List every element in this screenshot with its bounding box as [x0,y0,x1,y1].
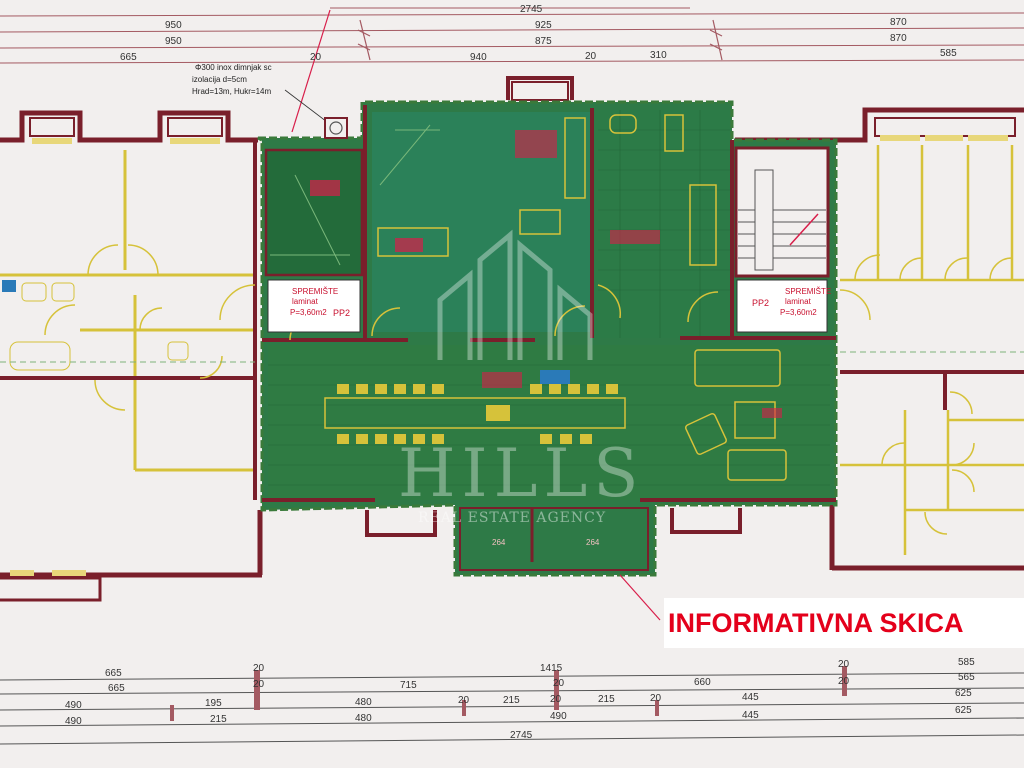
dim-top-r1-b: 925 [535,20,552,31]
dim-bot-r2-g: 565 [958,672,975,683]
dim-top-r3-d: 20 [585,51,597,62]
dim-top-r3-b: 20 [310,52,322,63]
room-tags [310,130,782,418]
dim-bot-r2-b: 20 [253,679,265,690]
balcony-leader [619,574,661,621]
staircase [734,146,830,278]
dim-top-r3-f: 585 [940,48,957,59]
dim-bot-r3-i: 445 [742,692,759,703]
left-fixture-icon [2,280,16,292]
dim-bot-r3-d: 20 [458,695,470,706]
dim-bot-r3-c: 480 [355,697,372,708]
dim-bot-r4-f: 625 [955,705,972,716]
annotation-chimney: Φ300 inox dimnjak sc [195,63,272,72]
dim-bot-r1-d: 20 [838,659,850,670]
dim-bot-r4-b: 215 [210,714,227,725]
dim-bot-r2-d: 20 [553,678,565,689]
dim-bot-r4-e: 445 [742,710,759,721]
storage-left-area: P=3,60m2 [290,308,327,317]
dim-bot-r2-e: 660 [694,677,711,688]
watermark-tagline: REAL ESTATE AGENCY [418,510,606,526]
balcony-right-label: 264 [586,538,600,547]
storage-right-code: PP2 [752,298,769,308]
storage-room-right [736,279,828,333]
dim-top-r2-b: 875 [535,36,552,47]
apartment-furniture [289,114,787,481]
chimney-icon [329,121,343,135]
dim-bot-total: 2745 [510,730,533,741]
bottom-dimension-ticks [170,666,847,721]
balcony-left-label: 264 [492,538,506,547]
dining-chairs [337,384,618,444]
top-dimension-ticks [357,19,723,61]
dim-bot-r4-a: 490 [65,716,82,727]
top-dimension-lines [0,7,1024,64]
dim-top-r2-a: 950 [165,36,182,47]
dim-bot-r3-b: 195 [205,698,222,709]
dim-bot-r3-g: 215 [598,694,615,705]
dim-bot-r2-f: 20 [838,676,850,687]
left-unit-walls [0,150,255,472]
dim-bot-r1-e: 585 [958,657,975,668]
dim-top-r1-a: 950 [165,20,182,31]
storage-right-sub: laminat [785,297,812,306]
dim-bot-r2-a: 665 [108,683,125,694]
dim-bot-r3-a: 490 [65,700,82,711]
windows [29,81,1016,137]
dim-top-r3-c: 940 [470,52,487,63]
left-bathroom-fixtures [9,282,189,371]
bottom-dimension-lines [0,672,1024,745]
window-sills [10,135,1008,576]
informative-sketch-label: INFORMATIVNA SKICA [664,598,1024,648]
right-unit-walls [840,145,1024,555]
dim-bot-r3-j: 625 [955,688,972,699]
dim-bot-r2-c: 715 [400,680,417,691]
dim-bot-r4-c: 480 [355,713,372,724]
chimney-block [324,117,348,139]
storage-room-left [267,279,361,333]
dim-top-r2-c: 870 [890,33,907,44]
dim-bot-r3-h: 20 [650,693,662,704]
leader-line [291,9,331,133]
dim-top-r3-e: 310 [650,50,667,61]
annotation-heights: Hrad=13m, Hukr=14m [192,87,271,96]
dim-top-total: 2745 [520,4,543,15]
dim-bot-r4-d: 490 [550,711,567,722]
storage-right-title: SPREMIŠTE [785,287,831,296]
left-unit-doors [44,244,256,411]
dim-bot-r3-e: 215 [503,695,520,706]
right-unit-doors [839,254,1013,535]
left-unit-heavy-walls [0,140,257,500]
storage-left-title: SPREMIŠTE [292,287,338,296]
annotation-insulation: izolacija d=5cm [192,75,247,84]
storage-right-area: P=3,60m2 [780,308,817,317]
stair-hatching [270,124,440,266]
apartment-inner-walls [262,105,836,502]
dim-bot-r1-c: 1415 [540,663,563,674]
dim-bot-r1-b: 20 [253,663,265,674]
dim-bot-r3-f: 20 [550,694,562,705]
dim-top-r1-c: 870 [890,17,907,28]
dim-bot-r1-a: 665 [105,668,122,679]
watermark-brand: HILLS [398,435,645,512]
outer-walls [0,76,1024,602]
storage-left-sub: laminat [292,297,319,306]
hills-logo-watermark: HILLS REAL ESTATE AGENCY [398,229,645,526]
storage-left-code: PP2 [333,308,350,318]
dim-top-r3-a: 665 [120,52,137,63]
